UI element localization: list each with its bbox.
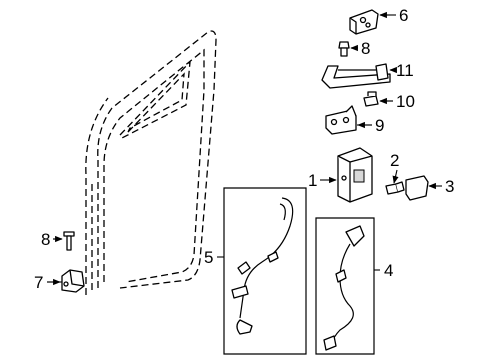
- callout-7: 7: [34, 273, 43, 292]
- callout-3: 3: [445, 177, 454, 196]
- callout-6: 6: [399, 6, 408, 25]
- bracket-part-7: [47, 269, 85, 293]
- door-outline: [85, 30, 217, 295]
- door-check-part-11: [321, 63, 394, 89]
- callout-4: 4: [384, 261, 393, 280]
- callout-5: 5: [204, 248, 213, 267]
- striker-bolt-part-2: [385, 181, 405, 195]
- callout-9: 9: [375, 116, 384, 135]
- callout-2: 2: [390, 151, 399, 170]
- cable-assembly-part-5: [217, 187, 307, 355]
- hinge-part-9: [325, 105, 372, 135]
- bolt-part-10: [363, 91, 393, 107]
- cable-assembly-part-4: [315, 217, 380, 355]
- hinge-part-6: [349, 9, 396, 35]
- callout-labels: 6 8 11 10 9 2 1 3 5 4 8 7: [34, 6, 454, 292]
- callout-8-left: 8: [41, 230, 50, 249]
- callout-8-top: 8: [361, 39, 370, 58]
- callout-10: 10: [396, 92, 415, 111]
- leader-arrows: [47, 11, 442, 286]
- cover-plug-part-3: [405, 175, 429, 201]
- bolt-part-8-top: [338, 41, 358, 57]
- screw-part-8-left: [53, 231, 75, 251]
- callout-11: 11: [396, 61, 414, 80]
- latch-part-1: [337, 147, 373, 203]
- callout-1: 1: [308, 171, 317, 190]
